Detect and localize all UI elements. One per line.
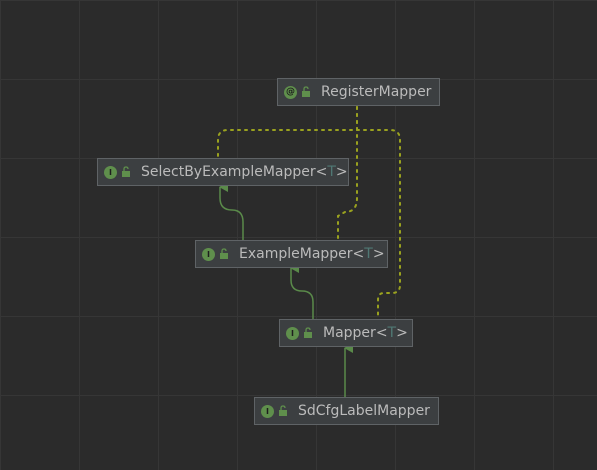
inherit-edge-mapper-to-example	[290, 263, 314, 319]
interface-icon: I	[261, 404, 274, 418]
node-label: SelectByExampleMapper	[141, 164, 316, 180]
type-parameter: T	[364, 246, 373, 262]
annotation-edge-to-example-mapper	[337, 106, 358, 241]
annotation-icon: @	[284, 85, 297, 99]
node-sdcfg-label-mapper[interactable]: I SdCfgLabelMapper	[254, 397, 439, 425]
unlocked-icon	[122, 166, 130, 177]
node-mapper[interactable]: I Mapper<T>	[279, 319, 413, 347]
node-label: ExampleMapper	[239, 246, 353, 262]
interface-icon: I	[286, 326, 299, 340]
interface-icon: I	[104, 165, 117, 179]
node-select-by-example-mapper[interactable]: I SelectByExampleMapper<T>	[97, 158, 349, 186]
unlocked-icon	[279, 405, 287, 416]
interface-icon: I	[202, 247, 215, 261]
unlocked-icon	[302, 86, 310, 97]
generic-close: >	[335, 164, 348, 180]
node-register-mapper[interactable]: @ RegisterMapper	[277, 78, 440, 106]
generic-open: <	[375, 325, 388, 341]
annotation-edge-to-mapper	[356, 129, 401, 319]
node-label: Mapper	[323, 325, 376, 341]
annotation-edge-to-select-by-example-mapper	[217, 106, 358, 159]
node-example-mapper[interactable]: I ExampleMapper<T>	[195, 240, 388, 268]
node-label: SdCfgLabelMapper	[298, 403, 430, 419]
generic-open: <	[352, 246, 365, 262]
node-label: RegisterMapper	[321, 84, 432, 100]
generic-close: >	[372, 246, 385, 262]
unlocked-icon	[304, 327, 312, 338]
generic-open: <	[315, 164, 328, 180]
inherit-edge-example-to-select	[219, 182, 244, 240]
type-parameter: T	[387, 325, 397, 341]
unlocked-icon	[220, 248, 228, 259]
generic-close: >	[396, 325, 408, 341]
type-parameter: T	[327, 164, 336, 180]
